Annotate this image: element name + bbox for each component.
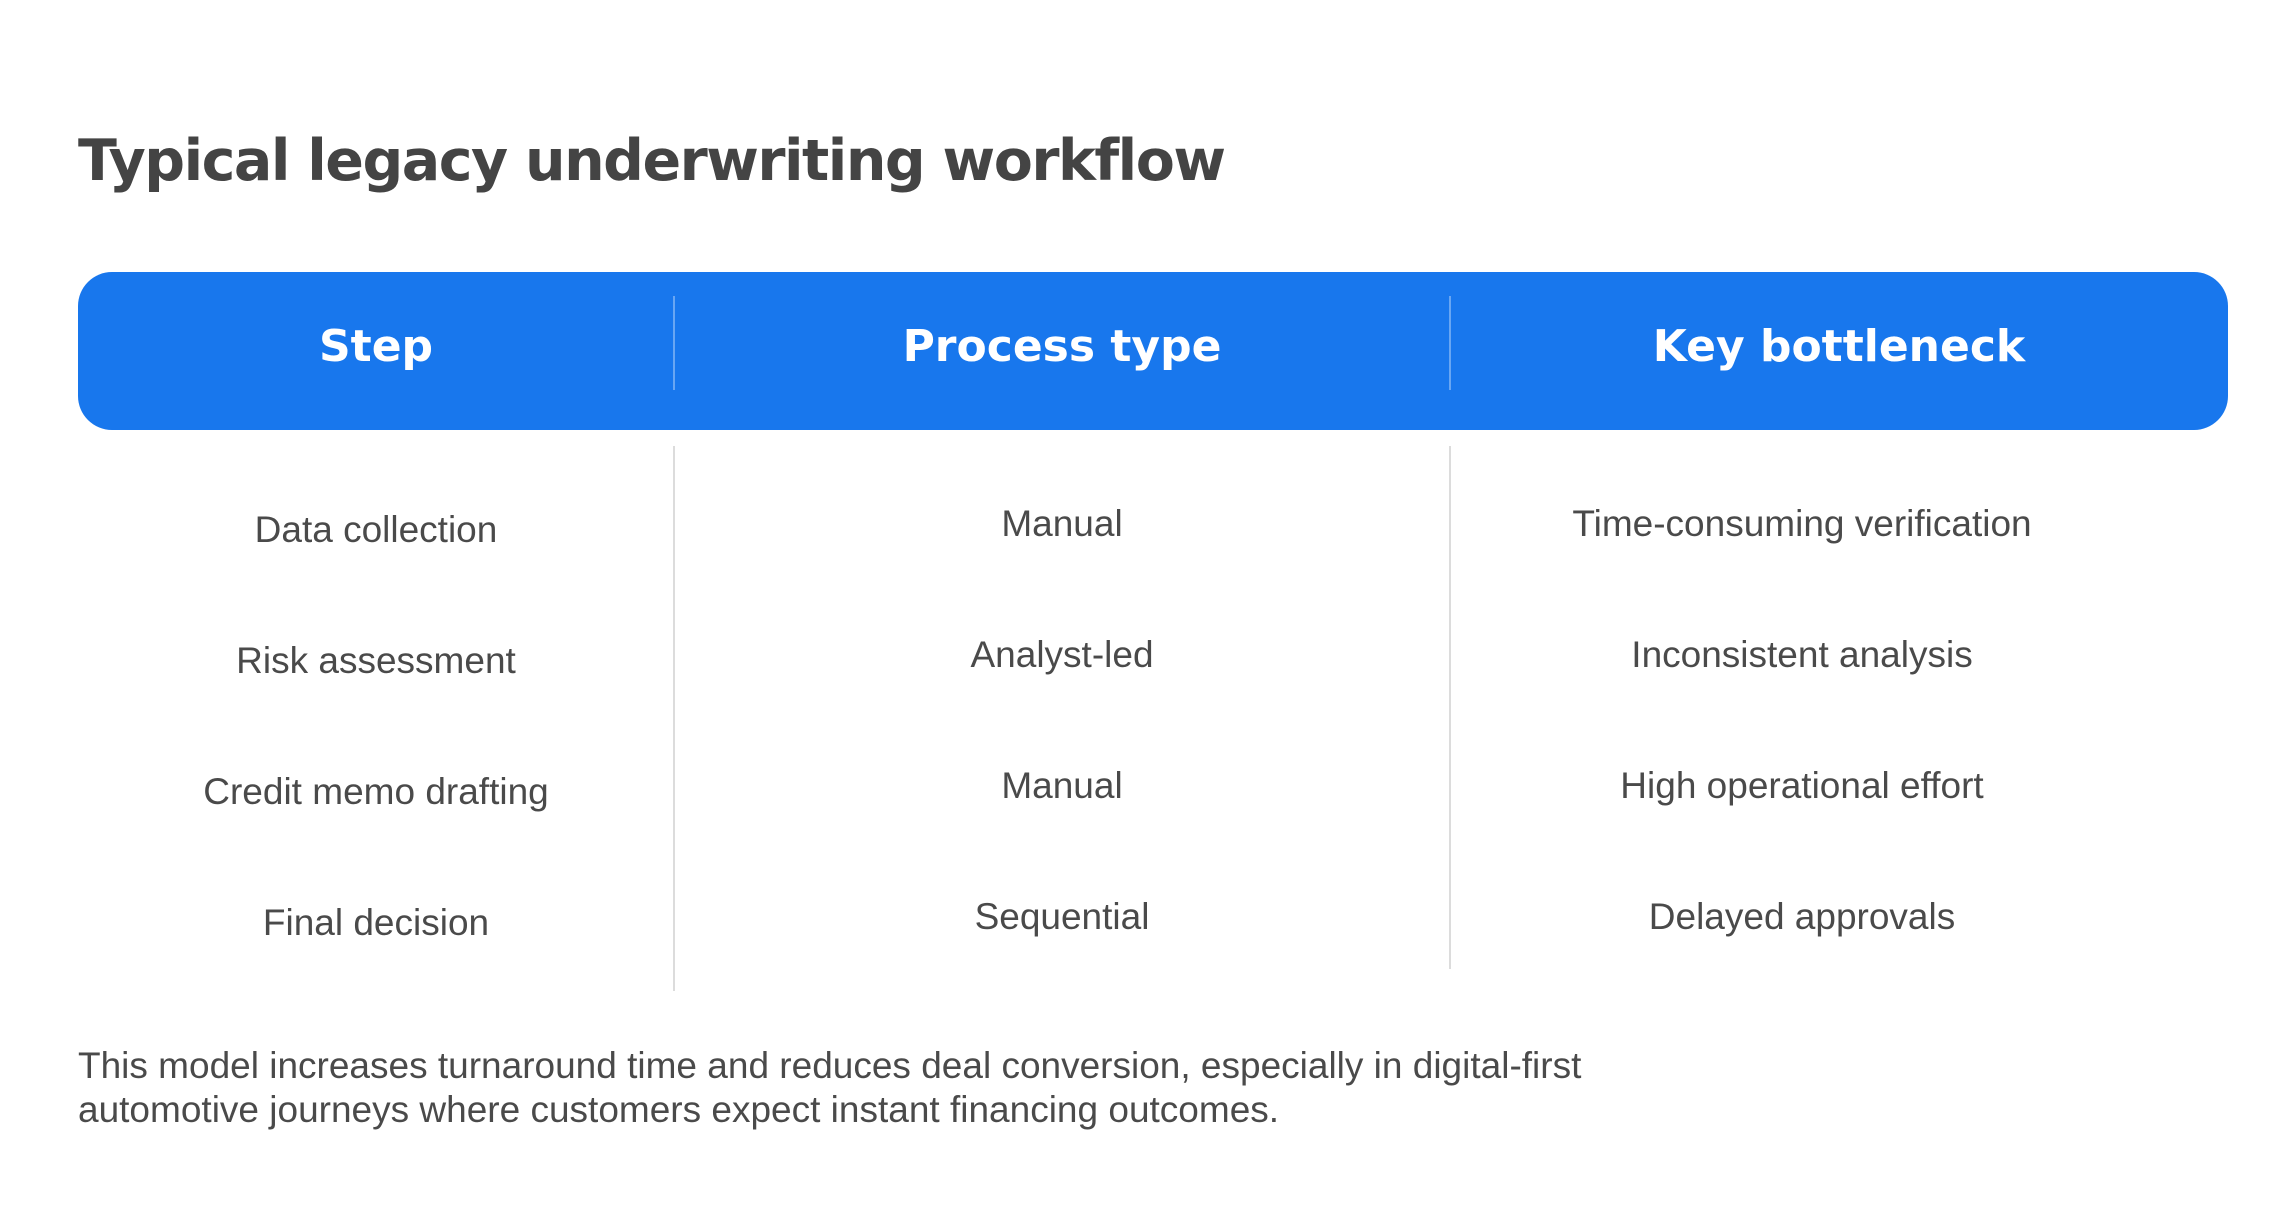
header-divider: [1449, 296, 1451, 390]
header-divider: [673, 296, 675, 390]
table-cell-key-bottleneck: Delayed approvals: [1648, 896, 1956, 937]
table-cell-key-bottleneck: Time-consuming verification: [1572, 503, 2032, 544]
footnote-line-2: automotive journeys where customers expe…: [78, 1089, 1280, 1130]
column-header-key-bottleneck: Key bottleneck: [1652, 321, 2026, 372]
page-title: Typical legacy underwriting workflow: [78, 128, 1226, 194]
column-divider: [673, 446, 675, 991]
table-cell-step: Data collection: [254, 509, 498, 550]
table-cell-process-type: Manual: [1001, 503, 1123, 544]
table-header: Step Process type Key bottleneck: [78, 272, 2228, 430]
table-cell-key-bottleneck: Inconsistent analysis: [1631, 634, 1973, 675]
table-cell-process-type: Sequential: [974, 896, 1150, 937]
table-cell-process-type: Manual: [1001, 765, 1123, 806]
table-cell-step: Credit memo drafting: [203, 771, 549, 812]
column-divider: [1449, 446, 1451, 969]
footnote-line-1: This model increases turnaround time and…: [78, 1045, 1582, 1086]
column-header-step: Step: [318, 321, 434, 372]
table-cell-step: Final decision: [262, 902, 490, 943]
table-cell-key-bottleneck: High operational effort: [1620, 765, 1984, 806]
table-cell-step: Risk assessment: [236, 640, 516, 681]
footnote: This model increases turnaround time and…: [78, 1044, 1978, 1132]
table-cell-process-type: Analyst-led: [970, 634, 1154, 675]
column-header-process-type: Process type: [902, 321, 1222, 372]
